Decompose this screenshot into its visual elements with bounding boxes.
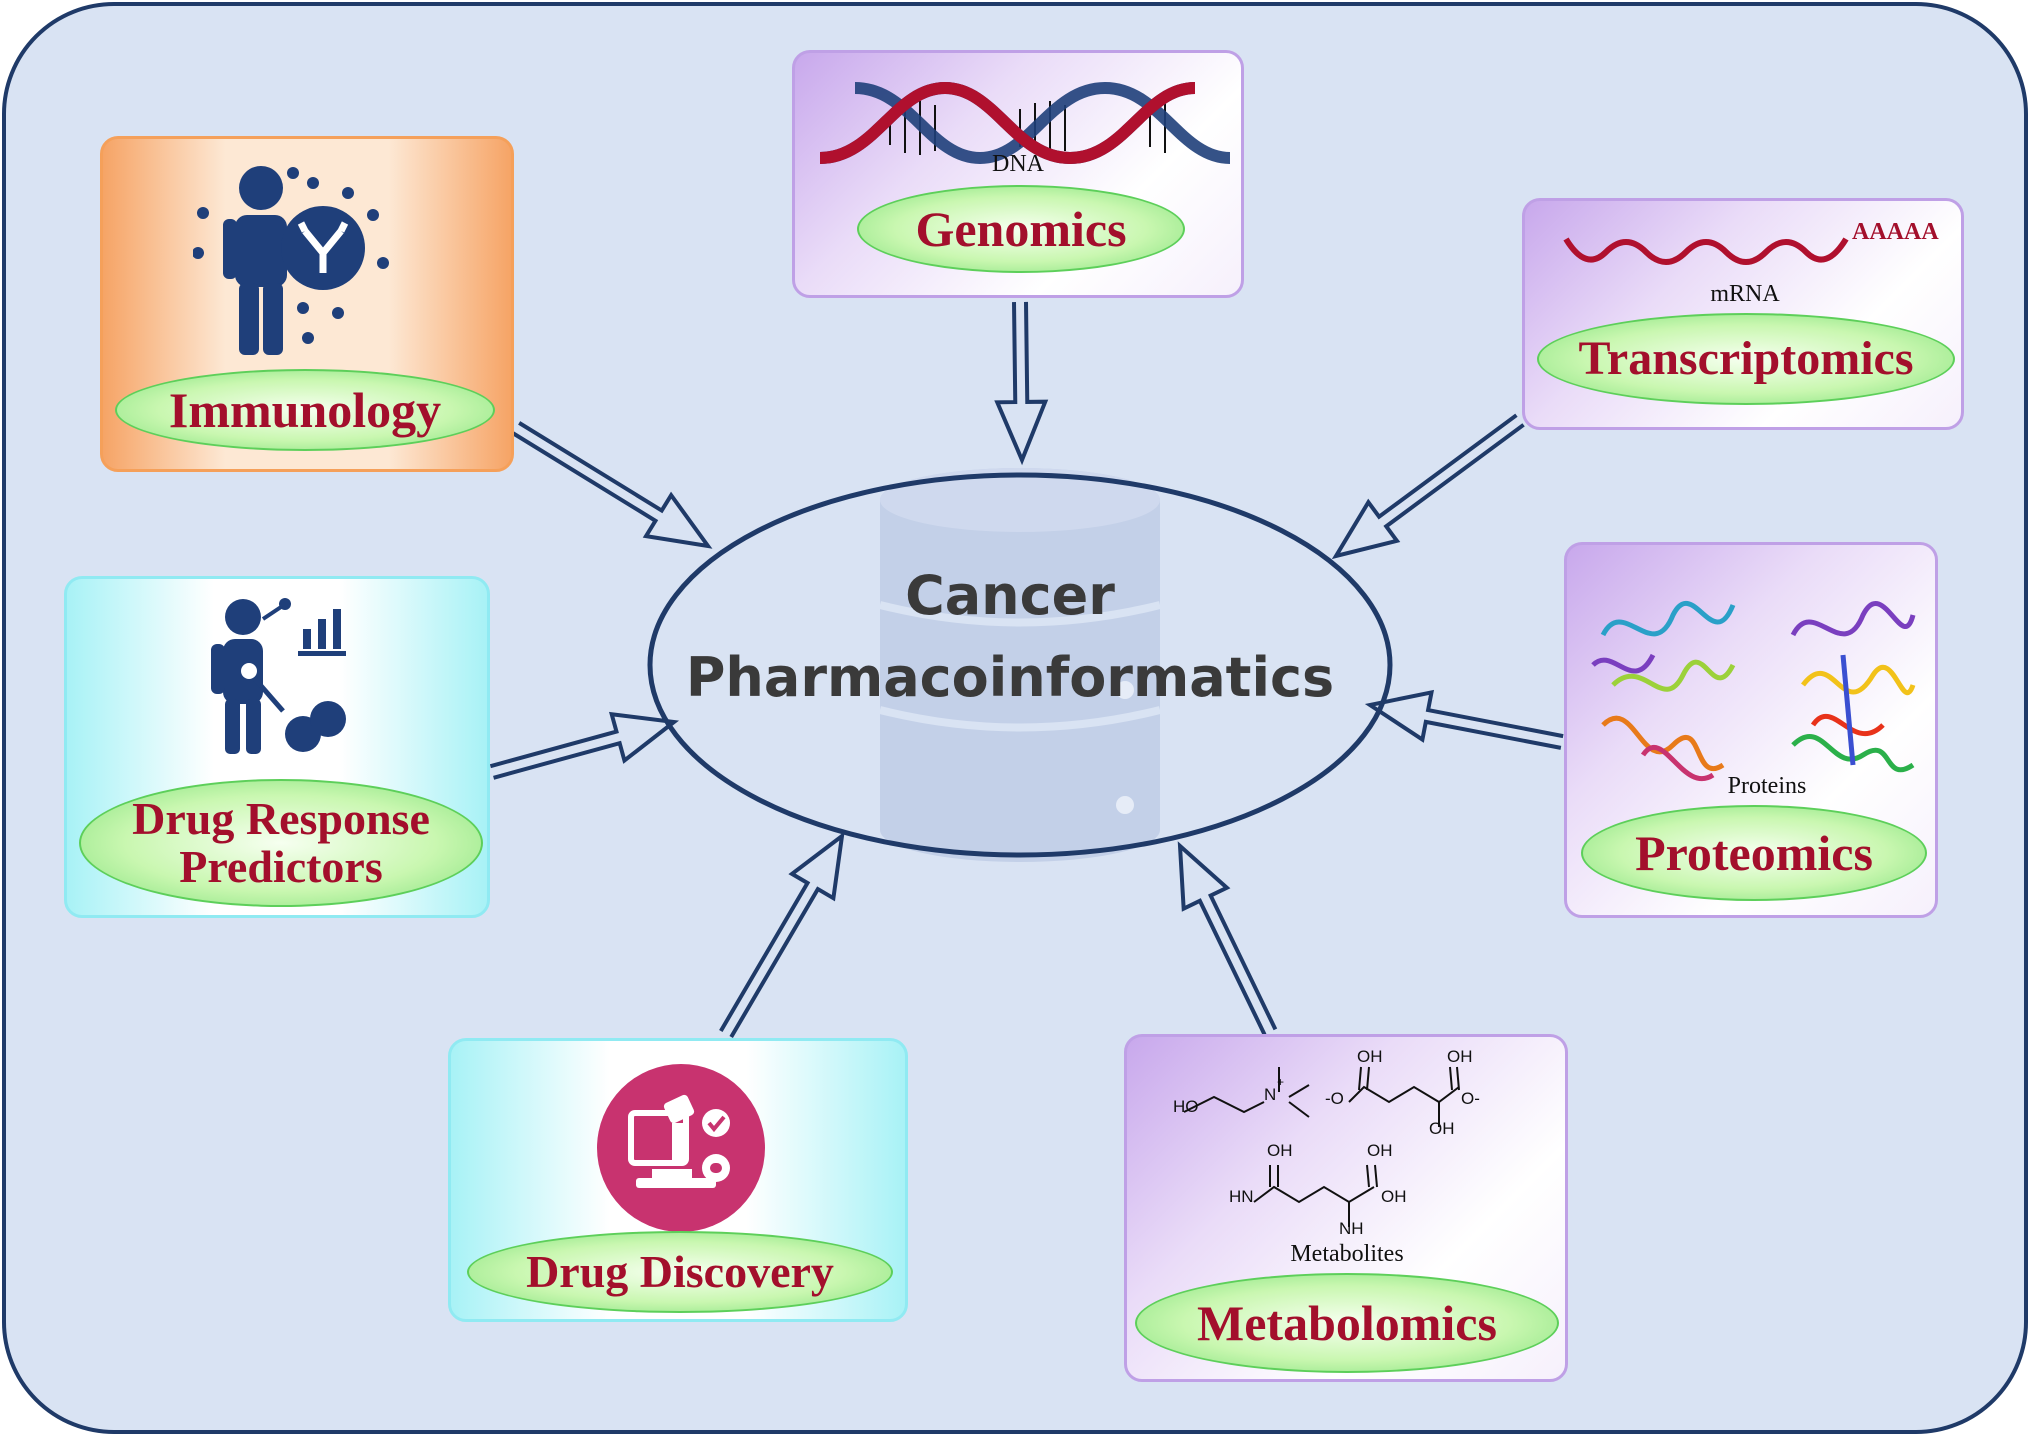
patient-analytics-icon	[211, 598, 346, 754]
chem-glu-nh: NH	[1339, 1219, 1364, 1238]
arrow-proteomics	[1364, 689, 1564, 750]
arrow-outline	[1364, 689, 1564, 750]
arrow-outline	[719, 831, 845, 1039]
center-title-line2: Pharmacoinformatics	[685, 646, 1335, 709]
dna-helix-icon	[819, 81, 1231, 165]
transcriptomics-label: Transcriptomics	[1537, 313, 1955, 405]
proteomics-label: Proteomics	[1581, 805, 1927, 901]
arrow-drug-response	[489, 711, 680, 780]
genomics-caption: DNA	[992, 151, 1044, 177]
arrows	[489, 301, 1564, 1039]
chem-oh1: OH	[1357, 1047, 1383, 1066]
metabolomics-box: HO N + -O OH OH O- OH OH OH HN OH NH Met…	[1124, 1034, 1568, 1382]
transcriptomics-caption: mRNA	[1710, 281, 1780, 307]
chem-ho: HO	[1173, 1097, 1199, 1116]
chem-glu-oh2: OH	[1367, 1141, 1393, 1160]
immunology-label: Immunology	[115, 369, 495, 451]
drug-response-label: Drug Response Predictors	[79, 779, 483, 907]
immunology-box: Immunology	[100, 136, 514, 472]
chem-oh3: OH	[1429, 1119, 1455, 1138]
arrow-outline	[1177, 841, 1278, 1036]
metabolomics-label: Metabolomics	[1135, 1273, 1559, 1373]
drug-discovery-label: Drug Discovery	[467, 1231, 893, 1313]
immune-person-antibody-icon	[193, 166, 389, 355]
arrow-outline	[489, 711, 680, 780]
metabolomics-caption: Metabolites	[1290, 1241, 1404, 1267]
drug-discovery-box: Drug Discovery	[448, 1038, 908, 1322]
center-title: Cancer Pharmacoinformatics	[640, 555, 1380, 719]
arrow-immunology	[511, 421, 713, 549]
drug-response-box: Drug Response Predictors	[64, 576, 490, 918]
database-icon	[879, 468, 1161, 862]
arrow-drug-discovery	[719, 831, 845, 1039]
chem-n: N	[1264, 1085, 1277, 1104]
genomics-box: DNA Genomics	[792, 50, 1244, 298]
transcriptomics-box: AAAAA mRNA Transcriptomics	[1522, 198, 1964, 430]
proteomics-caption: Proteins	[1727, 773, 1807, 799]
arrow-outline	[1331, 413, 1525, 560]
protein-structure-icon	[1591, 600, 1916, 782]
proteomics-box: Proteins Proteomics	[1564, 542, 1938, 918]
arrow-metabolomics	[1177, 841, 1278, 1036]
chem-glu-hn: HN	[1229, 1187, 1254, 1206]
arrow-transcriptomics	[1331, 413, 1525, 560]
chem-glu-oh1: OH	[1267, 1141, 1293, 1160]
microscope-icon	[597, 1064, 765, 1232]
mrna-wave-icon	[1563, 237, 1849, 265]
metabolite-structures-icon	[1183, 1066, 1460, 1227]
chem-o-minus-right: O-	[1461, 1089, 1480, 1108]
chem-o-minus-left: -O	[1325, 1089, 1344, 1108]
drug-response-label-line2: Predictors	[179, 841, 383, 892]
chem-plus: +	[1277, 1075, 1285, 1089]
center-title-line1: Cancer	[905, 564, 1115, 627]
genomics-label: Genomics	[857, 185, 1185, 273]
arrow-outline	[511, 421, 713, 549]
arrow-genomics	[994, 301, 1049, 466]
chem-glu-oh3: OH	[1381, 1187, 1407, 1206]
chem-oh2: OH	[1447, 1047, 1473, 1066]
center-ellipse	[647, 472, 1393, 858]
poly-a-tail: AAAAA	[1852, 219, 1939, 245]
drug-response-label-line1: Drug Response	[132, 792, 430, 844]
arrow-outline	[994, 301, 1049, 466]
